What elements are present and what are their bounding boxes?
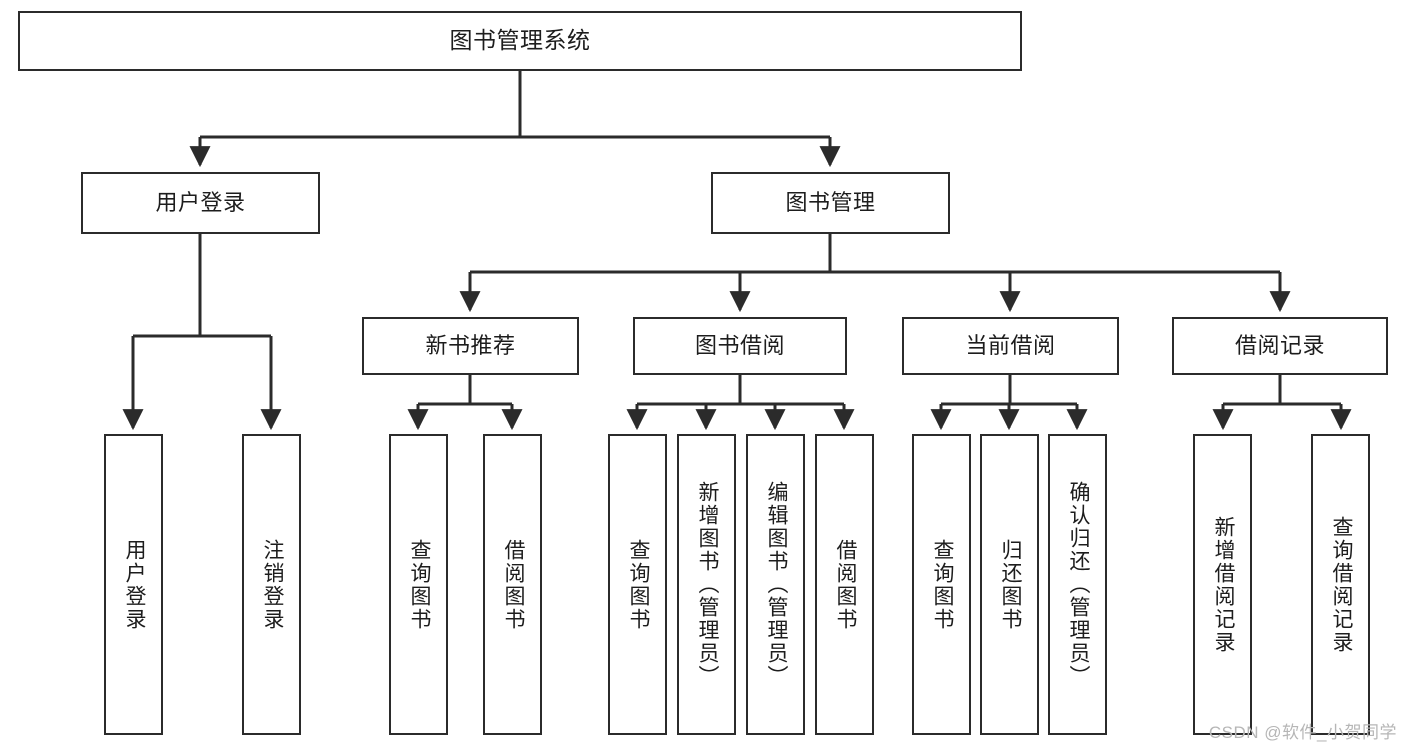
node-borrow-records[interactable]: 借阅记录 [1172, 317, 1388, 375]
node-book-management[interactable]: 图书管理 [711, 172, 950, 234]
leaf-query-book-borrow[interactable]: 查询图书 [608, 434, 667, 735]
leaf-logout[interactable]: 注销登录 [242, 434, 301, 735]
leaf-borrow-book[interactable]: 借阅图书 [815, 434, 874, 735]
leaf-query-book-recommend[interactable]: 查询图书 [389, 434, 448, 735]
node-book-borrow[interactable]: 图书借阅 [633, 317, 847, 375]
leaf-query-book-current[interactable]: 查询图书 [912, 434, 971, 735]
node-label: 图书管理系统 [449, 27, 591, 54]
node-label: 新增图书（管理员） [695, 481, 719, 688]
leaf-user-login[interactable]: 用户登录 [104, 434, 163, 735]
node-label: 新书推荐 [425, 333, 516, 359]
node-label: 注销登录 [260, 538, 284, 631]
node-root-system[interactable]: 图书管理系统 [18, 11, 1022, 71]
node-label: 借阅图书 [501, 538, 525, 631]
node-label: 归还图书 [998, 538, 1022, 631]
node-current-borrow[interactable]: 当前借阅 [902, 317, 1119, 375]
leaf-edit-book-admin[interactable]: 编辑图书（管理员） [746, 434, 805, 735]
node-label: 图书管理 [785, 190, 876, 216]
node-label: 用户登录 [122, 538, 146, 631]
node-label: 查询图书 [626, 538, 650, 631]
node-label: 图书借阅 [694, 333, 785, 359]
node-label: 当前借阅 [965, 333, 1056, 359]
leaf-return-book[interactable]: 归还图书 [980, 434, 1039, 735]
node-label: 借阅记录 [1234, 333, 1325, 359]
node-label: 用户登录 [155, 190, 246, 216]
node-label: 查询图书 [930, 538, 954, 631]
leaf-add-borrow-record[interactable]: 新增借阅记录 [1193, 434, 1252, 735]
node-label: 查询借阅记录 [1329, 515, 1353, 654]
node-label: 新增借阅记录 [1211, 515, 1235, 654]
node-label: 编辑图书（管理员） [764, 481, 788, 688]
node-label: 借阅图书 [833, 538, 857, 631]
leaf-add-book-admin[interactable]: 新增图书（管理员） [677, 434, 736, 735]
node-label: 查询图书 [407, 538, 431, 631]
leaf-confirm-return-admin[interactable]: 确认归还（管理员） [1048, 434, 1107, 735]
node-new-book-recommend[interactable]: 新书推荐 [362, 317, 579, 375]
leaf-borrow-book-recommend[interactable]: 借阅图书 [483, 434, 542, 735]
leaf-query-borrow-record[interactable]: 查询借阅记录 [1311, 434, 1370, 735]
node-user-login[interactable]: 用户登录 [81, 172, 320, 234]
node-label: 确认归还（管理员） [1066, 481, 1090, 688]
